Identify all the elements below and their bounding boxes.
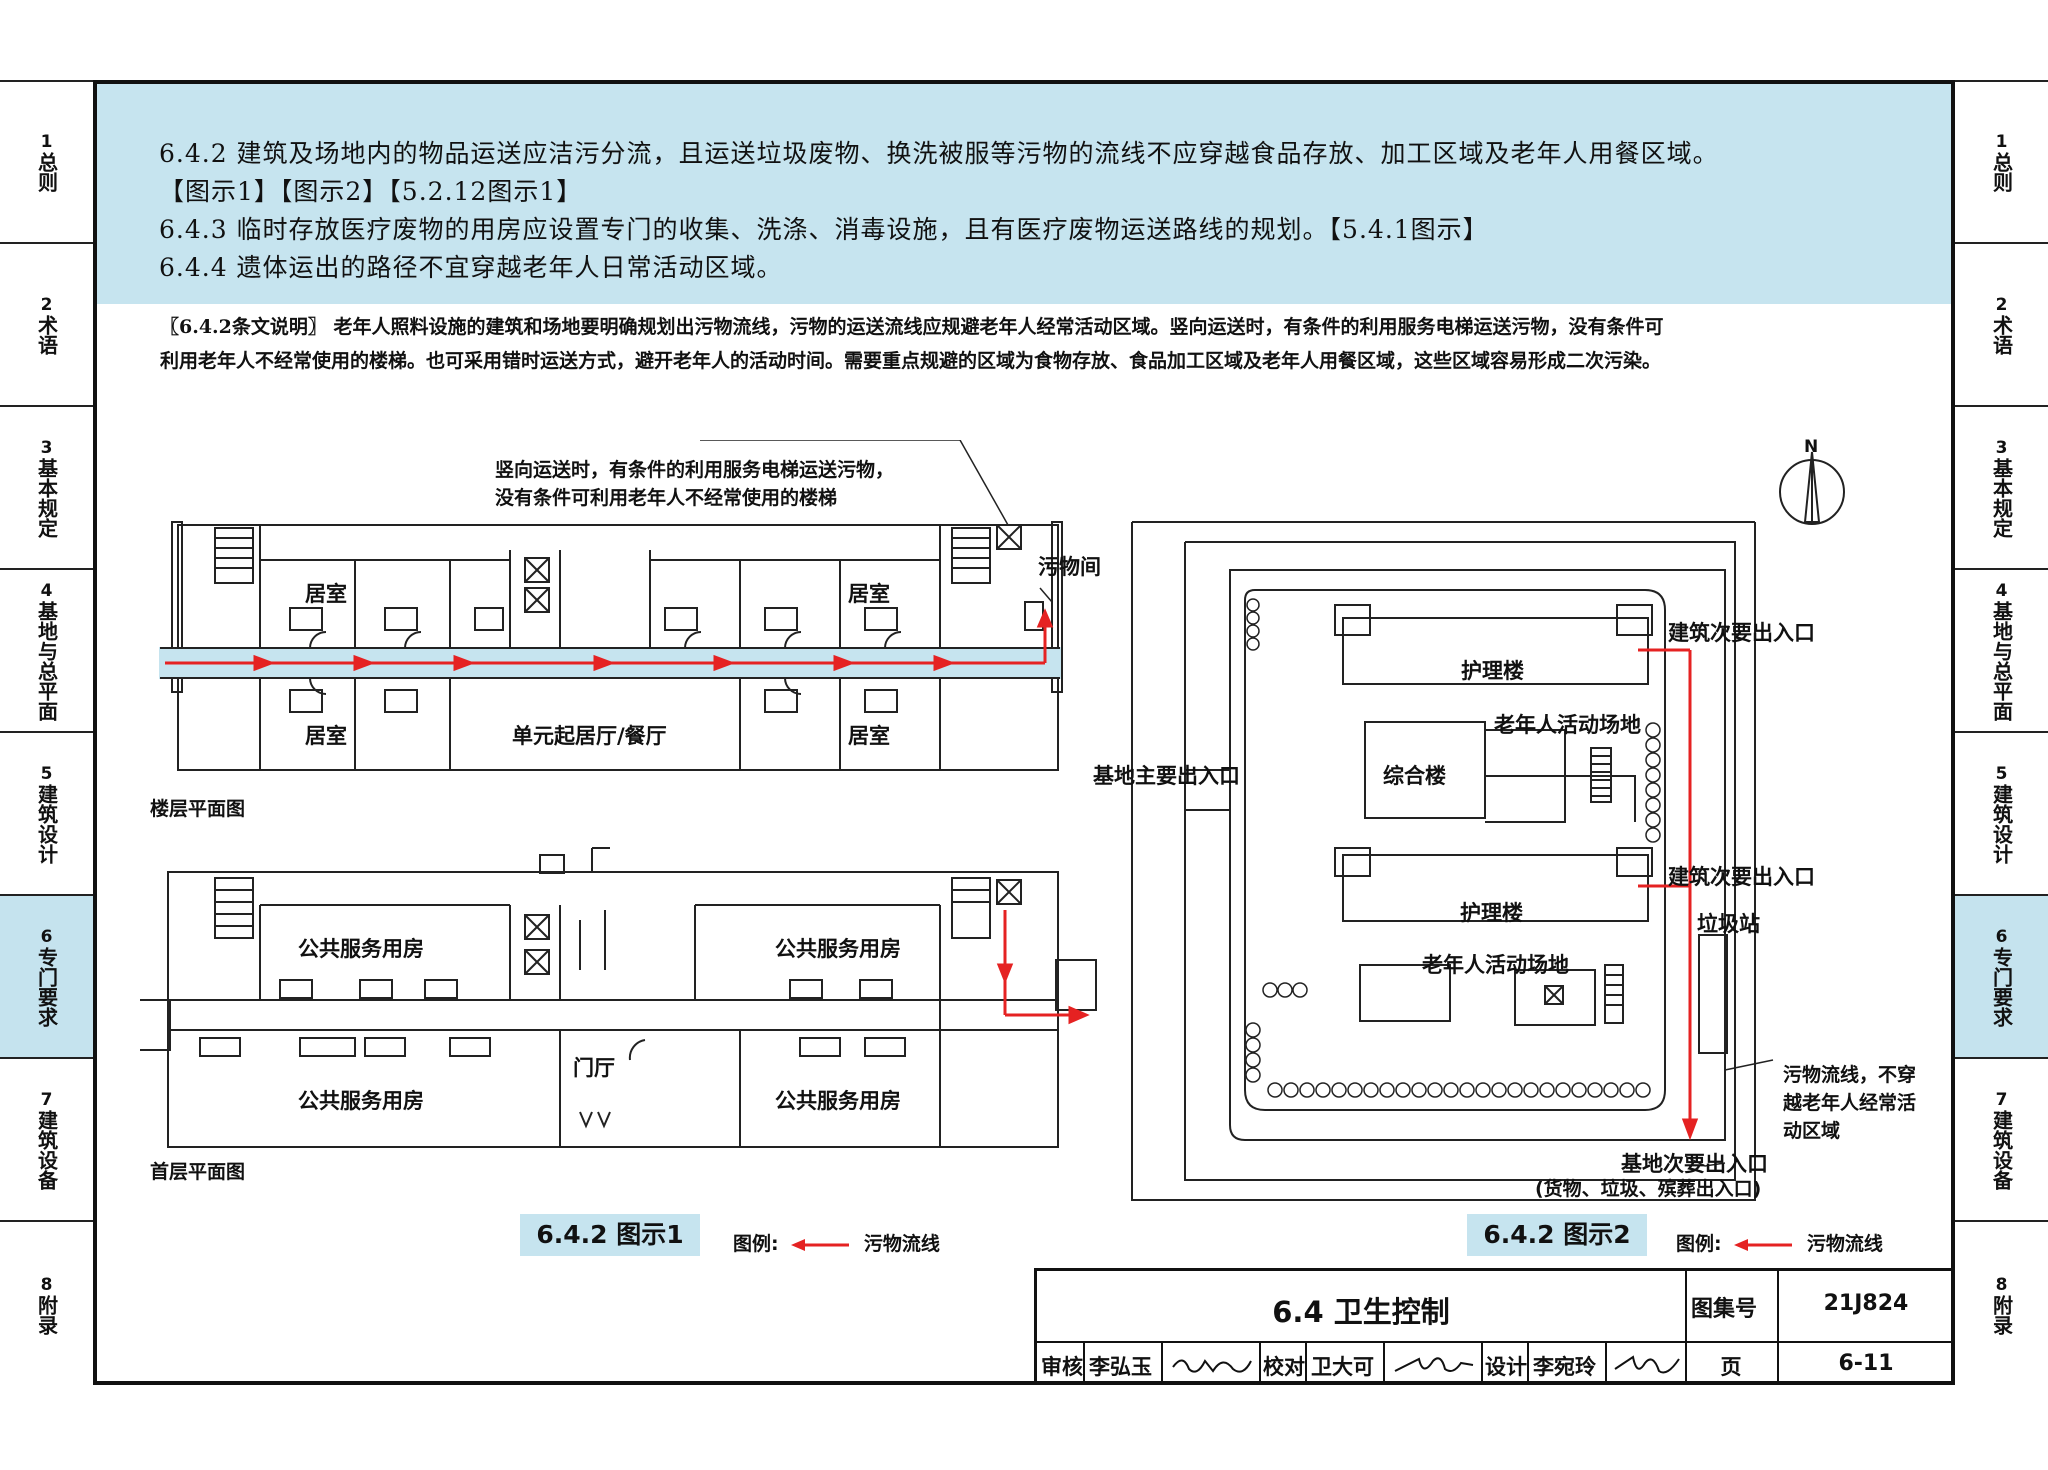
legend-1-text: 污物流线 bbox=[863, 1233, 940, 1255]
unit-hall-label: 单元起居厅/餐厅 bbox=[512, 724, 667, 748]
explanation-line-1: 〖6.4.2条文说明〗 老年人照料设施的建筑和场地要明确规划出污物流线，污物的运… bbox=[160, 316, 1664, 338]
vertical-transport-note-1: 竖向运送时，有条件的利用服务电梯运送污物， bbox=[495, 459, 895, 481]
legend-2-text: 污物流线 bbox=[1806, 1233, 1883, 1255]
legend-2: 图例: 污物流线 bbox=[1676, 1229, 1883, 1256]
atlas-label: 图集号 bbox=[1691, 1297, 1758, 1322]
page-label: 页 bbox=[1720, 1355, 1742, 1379]
room-label-1: 居室 bbox=[305, 582, 347, 606]
flow-arrow-icon bbox=[791, 1238, 850, 1251]
activity-area-label-1: 老年人活动场地 bbox=[1494, 713, 1641, 737]
lobby-label: 门厅 bbox=[573, 1056, 615, 1080]
flow-note-line-3: 动区域 bbox=[1783, 1120, 1841, 1142]
site-secondary-detail: (货物、垃圾、殡葬出入口) bbox=[1535, 1178, 1762, 1200]
drawing-frame bbox=[93, 80, 1955, 1385]
reviewer-name: 李弘玉 bbox=[1089, 1355, 1152, 1379]
waste-flow-upper bbox=[165, 608, 1054, 672]
figure-1-caption: 6.4.2 图示1 bbox=[520, 1214, 700, 1256]
floor-plans-diagram bbox=[140, 440, 1097, 1148]
check-label: 校对 bbox=[1263, 1355, 1305, 1379]
ground-floor-outline bbox=[140, 847, 1097, 1148]
public-room-label-4: 公共服务用房 bbox=[775, 1089, 901, 1113]
waste-room-label: 污物间 bbox=[1038, 555, 1101, 579]
clause-6-4-4: 6.4.4 遗体运出的路径不宜穿越老年人日常活动区域。 bbox=[159, 253, 783, 282]
legend-2-prefix: 图例: bbox=[1676, 1233, 1722, 1255]
public-room-label-2: 公共服务用房 bbox=[775, 937, 901, 961]
site-plan-diagram bbox=[1131, 451, 1845, 1201]
clause-6-4-2-refs: 【图示1】【图示2】【5.2.12图示1】 bbox=[159, 177, 583, 206]
checker-name: 卫大可 bbox=[1311, 1355, 1374, 1379]
flow-arrow-icon bbox=[1734, 1238, 1793, 1251]
site-secondary-entrance-label: 基地次要出入口 bbox=[1621, 1152, 1768, 1176]
room-label-4: 居室 bbox=[848, 724, 890, 748]
waste-flow-ground bbox=[996, 910, 1090, 1025]
floor-plan-caption: 楼层平面图 bbox=[150, 798, 246, 820]
complex-building-label: 综合楼 bbox=[1383, 764, 1446, 788]
title-block: 6.4 卫生控制 图集号 21J824 审核 李弘玉 校对 卫大可 设计 李宛玲… bbox=[1034, 1268, 1955, 1385]
room-label-2: 居室 bbox=[848, 582, 890, 606]
clause-explanation: 〖6.4.2条文说明〗 老年人照料设施的建筑和场地要明确规划出污物流线，污物的运… bbox=[160, 310, 1890, 378]
checker-signature bbox=[1394, 1357, 1474, 1372]
design-label: 设计 bbox=[1485, 1355, 1527, 1379]
room-label-3: 居室 bbox=[305, 724, 347, 748]
clause-6-4-2: 6.4.2 建筑及场地内的物品运送应洁污分流，且运送垃圾废物、换洗被服等污物的流… bbox=[159, 139, 1719, 168]
legend-1: 图例: 污物流线 bbox=[733, 1229, 940, 1256]
ground-plan-caption: 首层平面图 bbox=[150, 1161, 246, 1183]
figure-2-caption: 6.4.2 图示2 bbox=[1467, 1214, 1647, 1256]
activity-area-label-2: 老年人活动场地 bbox=[1422, 953, 1569, 977]
nursing-building-label-1: 护理楼 bbox=[1461, 659, 1524, 683]
explanation-line-2: 利用老年人不经常使用的楼梯。也可采用错时运送方式，避开老年人的活动时间。需要重点… bbox=[160, 350, 1662, 372]
public-room-label-3: 公共服务用房 bbox=[298, 1089, 424, 1113]
review-label: 审核 bbox=[1041, 1355, 1083, 1379]
secondary-entrance-label-2: 建筑次要出入口 bbox=[1668, 865, 1815, 889]
secondary-entrance-label-1: 建筑次要出入口 bbox=[1668, 621, 1815, 645]
clause-band: 6.4.2 建筑及场地内的物品运送应洁污分流，且运送垃圾废物、换洗被服等污物的流… bbox=[97, 84, 1951, 304]
complex-building bbox=[1364, 721, 1486, 819]
main-entrance-label: 基地主要出入口 bbox=[1093, 764, 1240, 788]
designer-signature bbox=[1614, 1355, 1680, 1374]
nursing-building-label-2: 护理楼 bbox=[1460, 901, 1523, 925]
designer-name: 李宛玲 bbox=[1533, 1355, 1596, 1379]
atlas-number: 21J824 bbox=[1823, 1291, 1909, 1316]
reviewer-signature bbox=[1172, 1359, 1252, 1373]
drawing-title: 6.4 卫生控制 bbox=[1272, 1295, 1450, 1329]
legend-1-prefix: 图例: bbox=[733, 1233, 779, 1255]
garbage-station-label: 垃圾站 bbox=[1697, 912, 1760, 936]
vertical-transport-note-2: 没有条件可利用老年人不经常使用的楼梯 bbox=[495, 487, 838, 509]
nursing-building-2 bbox=[1342, 854, 1649, 922]
clause-6-4-3: 6.4.3 临时存放医疗废物的用房应设置专门的收集、洗涤、消毒设施，且有医疗废物… bbox=[159, 215, 1489, 244]
flow-note-line-1: 污物流线，不穿 bbox=[1783, 1064, 1917, 1086]
public-room-label-1: 公共服务用房 bbox=[298, 937, 424, 961]
north-label: N bbox=[1804, 437, 1819, 457]
waste-flow-site bbox=[1638, 648, 1699, 1141]
page-number: 6-11 bbox=[1838, 1351, 1894, 1376]
garbage-station bbox=[1698, 934, 1728, 1054]
flow-note-line-2: 越老年人经常活 bbox=[1783, 1092, 1917, 1114]
